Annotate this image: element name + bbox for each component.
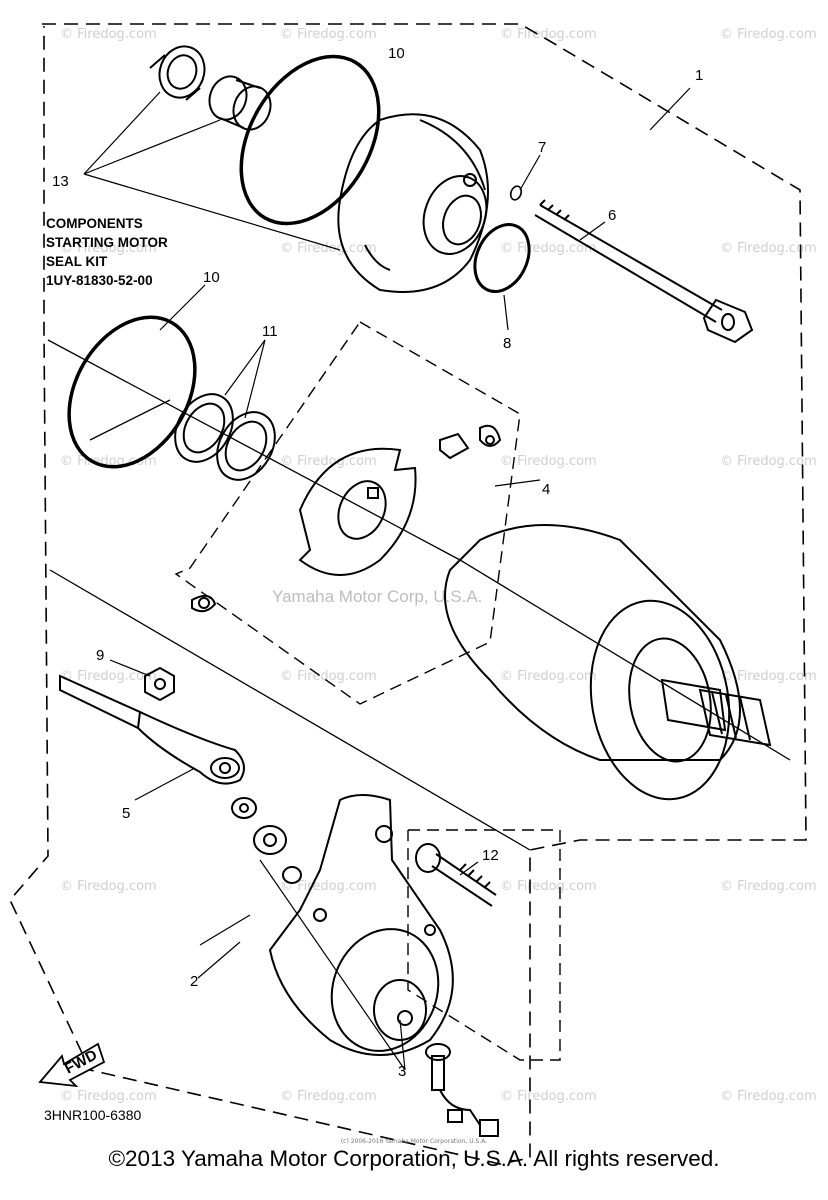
watermark: © Firedog.com <box>500 879 597 894</box>
washer-part-11 <box>174 393 276 481</box>
callout-2: 2 <box>190 973 198 990</box>
watermark: © Firedog.com <box>280 879 377 894</box>
rear-washers <box>231 797 302 884</box>
watermark: © Firedog.com <box>60 879 157 894</box>
tiny-copyright-note: (c) 2006-2016 Yamaha Motor Corporation, … <box>340 1138 488 1145</box>
o-ring-part-7 <box>509 185 523 201</box>
bolt-box <box>407 829 561 1061</box>
watermark: © Firedog.com <box>60 1089 157 1104</box>
watermark: © Firedog.com <box>280 454 377 469</box>
yoke-armature <box>444 524 772 801</box>
callout-4: 4 <box>542 481 550 498</box>
bolt-part-12 <box>415 843 497 907</box>
note-line-3: SEAL KIT <box>46 254 108 269</box>
callout-11: 11 <box>262 323 278 340</box>
watermark: © Firedog.com <box>60 241 157 256</box>
callout-8: 8 <box>503 335 511 352</box>
callout-10-lower: 10 <box>203 269 220 286</box>
watermark: © Firedog.com <box>280 27 377 42</box>
o-ring-part-8 <box>473 223 531 293</box>
bearing-part-13 <box>208 75 272 131</box>
note-line-4: 1UY-81830-52-00 <box>46 273 153 288</box>
callout-13: 13 <box>52 173 69 190</box>
watermark: © Firedog.com <box>720 454 817 469</box>
terminal-part-5 <box>210 757 240 779</box>
watermark: © Firedog.com <box>280 669 377 684</box>
watermark: © Firedog.com <box>500 27 597 42</box>
leader-lines <box>83 87 691 1071</box>
rear-cover-part-2 <box>268 794 454 1056</box>
lead-wire <box>59 674 245 785</box>
through-bolt-part-6 <box>534 199 754 344</box>
watermark: © Firedog.com <box>280 241 377 256</box>
callout-12: 12 <box>482 847 499 864</box>
watermark: © Firedog.com <box>500 669 597 684</box>
components-note: COMPONENTS STARTING MOTOR SEAL KIT 1UY-8… <box>46 216 168 288</box>
o-ring-part-10-top <box>239 54 381 226</box>
watermark: © Firedog.com <box>60 669 157 684</box>
watermark: © Firedog.com <box>720 1089 817 1104</box>
o-ring-part-10-lower <box>67 315 197 469</box>
watermark: © Firedog.com <box>280 1089 377 1104</box>
callout-6: 6 <box>608 207 616 224</box>
watermark: © Firedog.com <box>60 27 157 42</box>
watermark: © Firedog.com <box>500 241 597 256</box>
copyright-notice: ©2013 Yamaha Motor Corporation, U.S.A. A… <box>108 1146 720 1171</box>
callout-3: 3 <box>398 1063 406 1080</box>
watermark: © Firedog.com <box>720 879 817 894</box>
terminal-bolt-part-3 <box>425 1043 499 1137</box>
center-watermark: Yamaha Motor Corp, U.S.A. <box>272 587 482 606</box>
watermark: © Firedog.com <box>720 27 817 42</box>
callout-9: 9 <box>96 647 104 664</box>
callout-10-top: 10 <box>388 45 405 62</box>
brush-holder-box <box>174 321 521 705</box>
watermark: © Firedog.com <box>500 454 597 469</box>
watermark: © Firedog.com <box>720 669 817 684</box>
front-cover <box>337 113 489 293</box>
brush-plate <box>298 447 417 576</box>
oil-seal-part-13 <box>149 45 206 101</box>
watermark: © Firedog.com <box>720 241 817 256</box>
nut-part-9 <box>144 666 175 702</box>
watermark: © Firedog.com <box>500 1089 597 1104</box>
brush-part-4 <box>191 424 502 613</box>
note-line-1: COMPONENTS <box>46 216 143 231</box>
note-line-2: STARTING MOTOR <box>46 235 168 250</box>
callout-7: 7 <box>538 139 546 156</box>
fwd-arrow-icon: FWD <box>38 1042 106 1088</box>
callout-1: 1 <box>695 67 703 84</box>
diagram-code: 3HNR100-6380 <box>44 1107 141 1123</box>
callouts: 1 2 3 4 5 6 7 8 9 10 10 11 12 13 <box>52 45 703 1080</box>
watermark-layer: © Firedog.com © Firedog.com © Firedog.co… <box>60 27 817 1104</box>
callout-5: 5 <box>122 805 130 822</box>
assembly-outline <box>9 23 807 1165</box>
